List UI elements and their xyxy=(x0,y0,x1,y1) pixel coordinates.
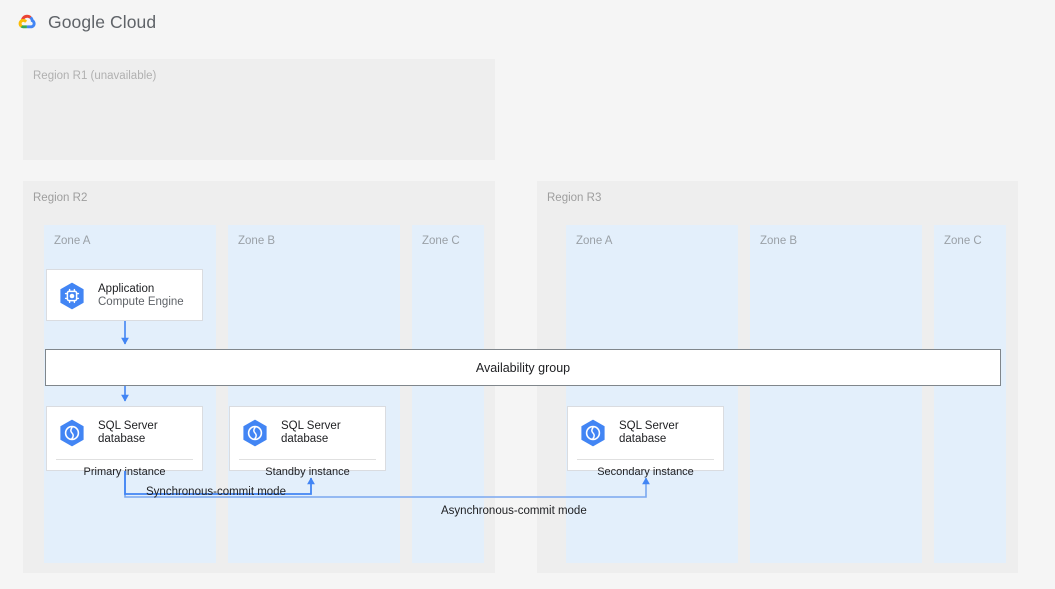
card-primary-title-line2: database xyxy=(98,433,146,445)
connector-label-synchronous: Synchronous-commit mode xyxy=(146,486,286,498)
sql-server-database-icon xyxy=(56,417,88,449)
card-primary-footer: Primary instance xyxy=(83,465,166,478)
google-cloud-logo-icon xyxy=(14,10,40,36)
connector-label-asynchronous: Asynchronous-commit mode xyxy=(441,505,587,517)
region-label-r1: Region R1 (unavailable) xyxy=(33,70,157,82)
zone-label-r3-a: Zone A xyxy=(576,235,613,247)
card-secondary-text: SQL Server database xyxy=(619,420,679,447)
sql-server-database-icon xyxy=(577,417,609,449)
card-primary-instance[interactable]: SQL Server database Primary instance xyxy=(46,406,203,478)
card-secondary-instance[interactable]: SQL Server database Secondary instance xyxy=(567,406,724,478)
card-standby-title-line1: SQL Server xyxy=(281,419,341,432)
card-secondary-title-line1: SQL Server xyxy=(619,419,679,432)
card-primary-row: SQL Server database xyxy=(47,407,202,459)
card-standby-divider xyxy=(239,459,376,460)
availability-group-bar[interactable]: Availability group xyxy=(45,349,1001,386)
region-label-r2: Region R2 xyxy=(33,192,88,204)
product-name: Google Cloud xyxy=(48,12,157,32)
zone-panel-r2-b: Zone B xyxy=(228,225,400,563)
card-secondary-title-line2: database xyxy=(619,433,667,445)
card-application[interactable]: Application Compute Engine xyxy=(46,269,203,321)
page-header: Google Cloud xyxy=(0,0,1055,47)
card-standby-row: SQL Server database xyxy=(230,407,385,459)
card-standby-text: SQL Server database xyxy=(281,420,341,447)
availability-group-label: Availability group xyxy=(475,360,571,375)
sql-server-database-icon xyxy=(239,417,271,449)
card-application-row: Application Compute Engine xyxy=(47,270,202,322)
card-secondary-row: SQL Server database xyxy=(568,407,723,459)
card-application-subtitle: Compute Engine xyxy=(98,296,184,308)
card-standby-title-line2: database xyxy=(281,433,329,445)
card-application-title: Application xyxy=(98,282,155,295)
zone-label-r2-c: Zone C xyxy=(422,235,460,247)
compute-engine-icon xyxy=(56,280,88,312)
region-panel-r1: Region R1 (unavailable) xyxy=(23,59,495,160)
zone-panel-r2-c: Zone C xyxy=(412,225,484,563)
card-primary-title-line1: SQL Server xyxy=(98,419,158,432)
card-standby-instance[interactable]: SQL Server database Standby instance xyxy=(229,406,386,478)
card-secondary-divider xyxy=(577,459,714,460)
zone-label-r2-b: Zone B xyxy=(238,235,276,247)
zone-label-r3-b: Zone B xyxy=(760,235,798,247)
card-primary-text: SQL Server database xyxy=(98,420,158,447)
card-standby-footer: Standby instance xyxy=(265,465,350,478)
zone-panel-r3-b: Zone B xyxy=(750,225,922,563)
card-application-text: Application Compute Engine xyxy=(98,283,184,310)
region-label-r3: Region R3 xyxy=(547,192,602,204)
zone-panel-r3-c: Zone C xyxy=(934,225,1006,563)
zone-panel-r3-a: Zone A xyxy=(566,225,738,563)
card-secondary-footer: Secondary instance xyxy=(597,465,694,478)
zone-label-r2-a: Zone A xyxy=(54,235,91,247)
zone-label-r3-c: Zone C xyxy=(944,235,982,247)
card-primary-divider xyxy=(56,459,193,460)
